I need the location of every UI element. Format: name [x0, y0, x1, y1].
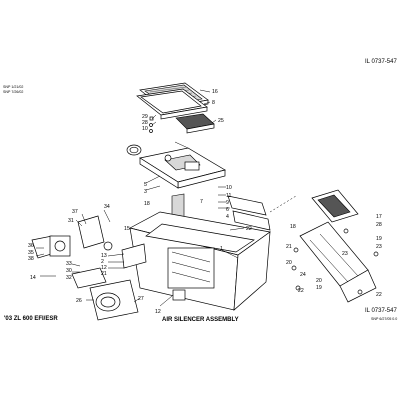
callout: 16: [212, 89, 218, 95]
callout: 15: [124, 226, 130, 232]
callout: 9: [226, 200, 229, 206]
callout: 23: [342, 251, 348, 257]
filter-element: [175, 113, 215, 134]
callout: 10: [226, 185, 232, 191]
callout: 21: [101, 271, 107, 277]
left-inlet-assembly: [31, 215, 107, 289]
callout: 19: [376, 236, 382, 242]
callout: 22: [376, 292, 382, 298]
callout: 23: [376, 244, 382, 250]
callout: 22: [246, 226, 252, 232]
callout: 18: [290, 224, 296, 230]
side-note-1: SNP 1/21/02: [3, 85, 23, 89]
callout: 22: [298, 288, 304, 294]
header-illustration-id: IL 0737-547: [365, 59, 397, 65]
callout: 18: [144, 201, 150, 207]
callout: 31: [68, 218, 74, 224]
callout: 37: [72, 209, 78, 215]
callout: 28: [142, 120, 148, 126]
callout: 20: [316, 278, 322, 284]
callout: 34: [104, 204, 110, 210]
reference-line: [269, 195, 297, 213]
callout: 20: [286, 260, 292, 266]
footer-illustration-id: IL 0737-547: [365, 308, 397, 314]
footer-revision-note: SNP 6/27/05 0.0: [371, 317, 397, 321]
callout: 35: [28, 250, 34, 256]
callout: 38: [28, 256, 34, 262]
side-note-2: SNP 7/26/02: [3, 90, 23, 94]
callout: 30: [66, 268, 72, 274]
leader-lines: [35, 89, 245, 307]
callout: 6: [226, 207, 229, 213]
assembly-title: AIR SILENCER ASSEMBLY: [162, 317, 239, 323]
right-fasteners: [291, 228, 379, 295]
callout: 10: [142, 126, 148, 132]
callout: 19: [316, 285, 322, 291]
callout: 1: [220, 246, 223, 252]
callouts-right: 17 18 28 19 23 21 20 24 20 19 22 22 23: [286, 214, 382, 298]
callout: 33: [66, 261, 72, 267]
callout: 7: [200, 199, 203, 205]
callout: 26: [76, 298, 82, 304]
callout: 17: [376, 214, 382, 220]
callouts-center: 16 8 29 28 10 25 5 3 18 10 11 9 6 4 7 22…: [142, 89, 252, 252]
callouts-left: 34 37 31 36 35 38 15 14 33 30 32 26 13 2…: [28, 204, 161, 315]
callout: 25: [218, 118, 224, 124]
callout: 8: [212, 100, 215, 106]
callout: 4: [226, 214, 229, 220]
callout: 11: [226, 193, 231, 199]
callout: 29: [142, 114, 148, 120]
callout: 24: [300, 272, 306, 278]
air-box-housing: [129, 211, 271, 311]
callout: 21: [286, 244, 292, 250]
callout: 32: [66, 275, 72, 281]
callout: 28: [376, 222, 382, 228]
callout: 36: [28, 243, 34, 249]
callout: 13: [101, 253, 107, 259]
small-fasteners-top: [149, 116, 154, 133]
model-label: '03 ZL 600 EFI/ESR: [4, 316, 58, 322]
filter-frame: [136, 88, 208, 120]
callout: 12: [155, 309, 161, 315]
callout: 27: [138, 296, 144, 302]
callout: 12: [101, 265, 107, 271]
callout: 5: [144, 182, 147, 188]
callout: 2: [101, 259, 104, 265]
front-snorkel: [89, 279, 139, 321]
callout: 3: [144, 189, 147, 195]
baffle-plate: [139, 147, 226, 189]
callout: 14: [30, 275, 36, 281]
clamp: [103, 241, 113, 251]
right-intake-tube: [299, 189, 377, 303]
